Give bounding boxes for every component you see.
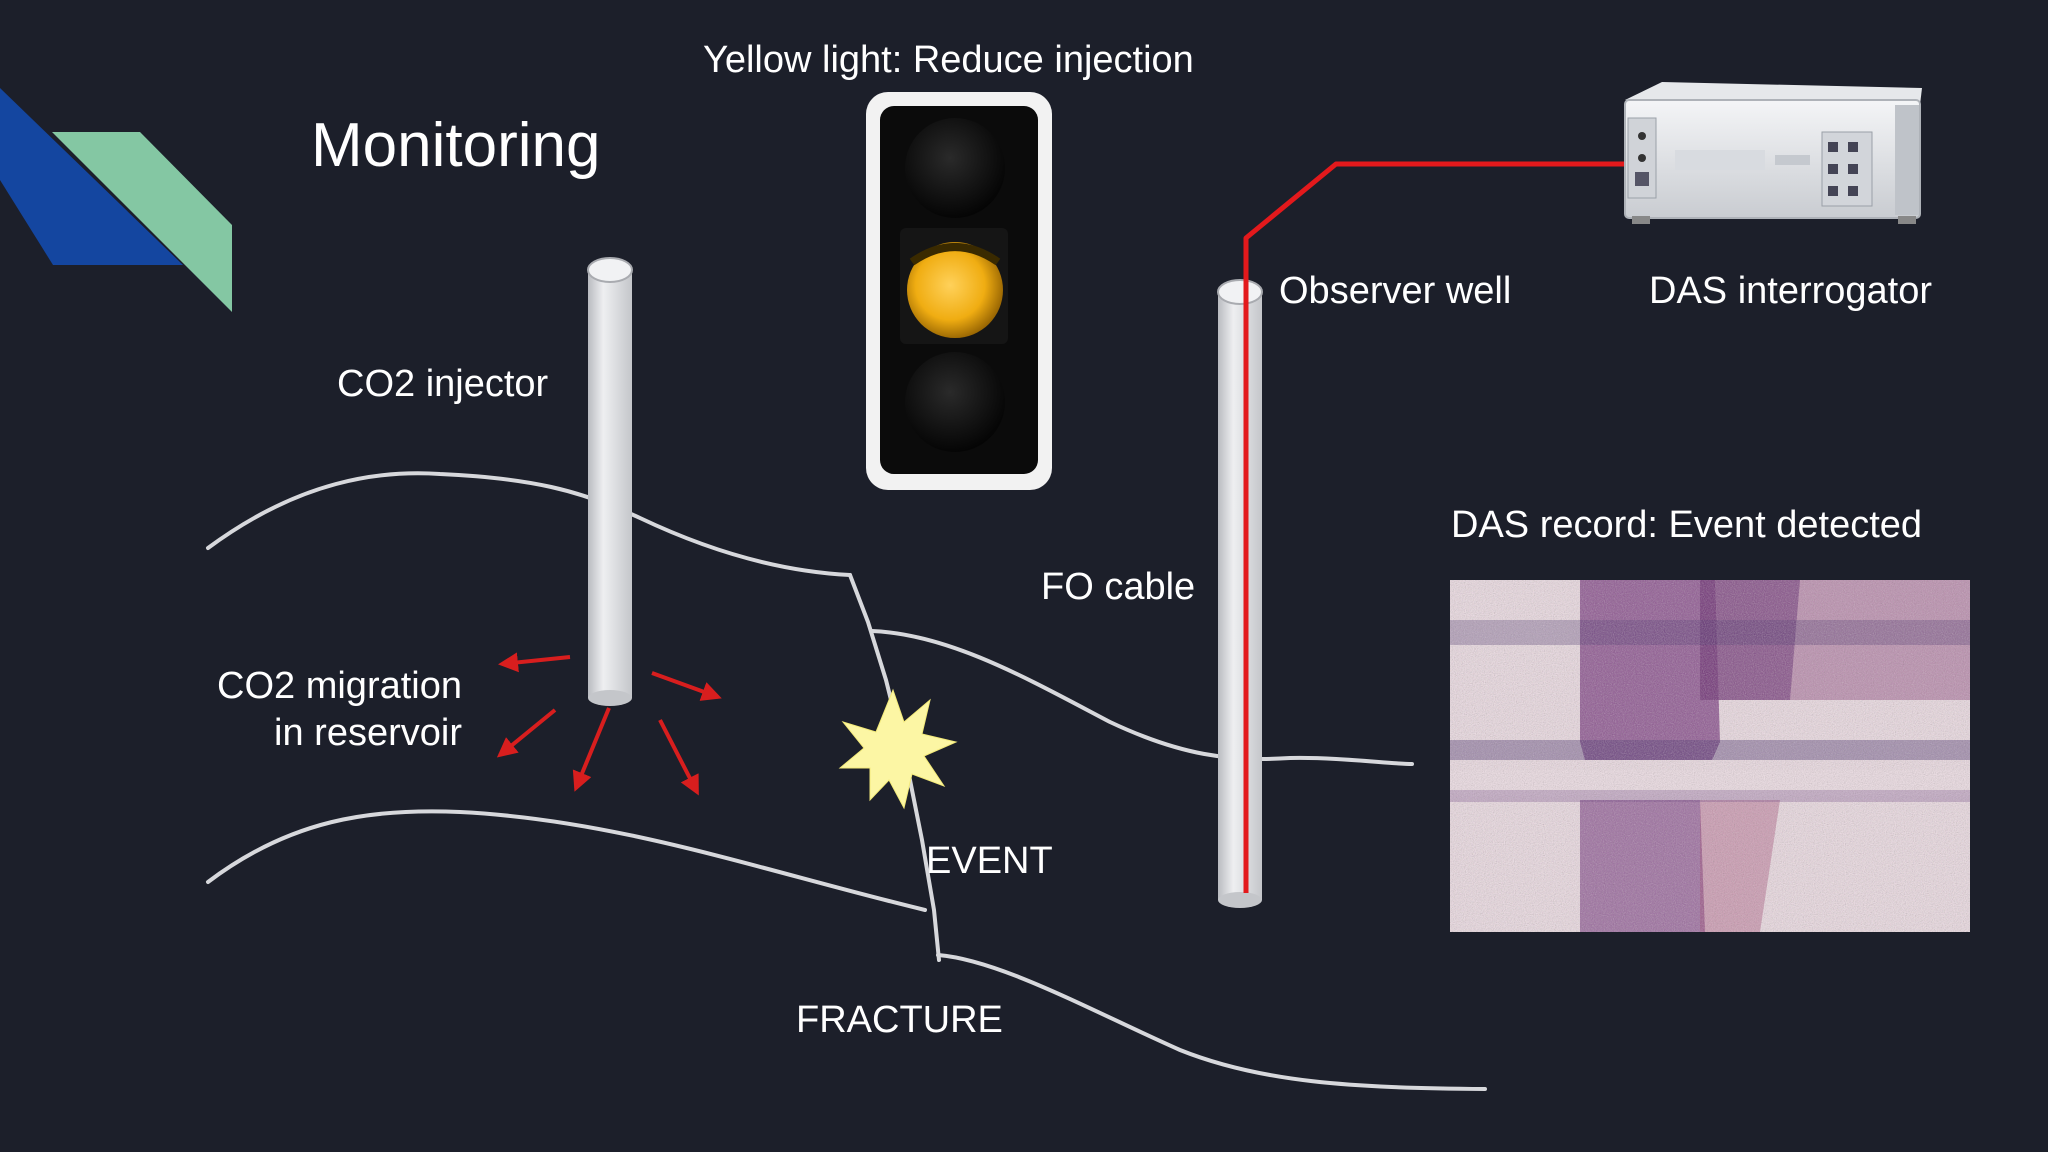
event-label: EVENT — [926, 840, 1053, 882]
top-horizon-right — [870, 629, 1414, 766]
bottom-horizon-left — [206, 809, 927, 912]
event-burst-icon — [838, 688, 958, 810]
das-record-label: DAS record: Event detected — [1451, 504, 1923, 546]
migration-arrow — [498, 652, 571, 673]
co2-migration-label-line1: CO2 migration — [217, 665, 462, 707]
das-record-image — [1450, 580, 1970, 932]
green-lamp — [905, 352, 1005, 452]
top-horizon-left — [206, 471, 852, 577]
traffic-light-icon — [866, 92, 1052, 490]
co2-injector-label: CO2 injector — [337, 363, 549, 405]
fo-cable-line — [1243, 161, 1642, 893]
co2-migration-arrows — [496, 652, 722, 796]
migration-arrow — [496, 708, 557, 758]
co2-injector-well — [587, 257, 633, 706]
migration-arrow — [658, 719, 699, 796]
amber-lamp — [907, 242, 1003, 338]
traffic-light-caption: Yellow light: Reduce injection — [703, 39, 1194, 81]
das-interrogator-device-icon — [1624, 82, 1922, 224]
bottom-horizon-right — [936, 953, 1487, 1091]
accent-green-stripe — [52, 132, 232, 312]
das-interrogator-label: DAS interrogator — [1649, 270, 1933, 312]
red-lamp — [905, 118, 1005, 218]
observer-well-label: Observer well — [1279, 270, 1512, 312]
accent-blue-stripe — [0, 88, 183, 265]
migration-arrow — [651, 671, 722, 701]
migration-arrow — [572, 707, 611, 792]
fo-cable-label: FO cable — [1041, 566, 1196, 608]
fracture-label: FRACTURE — [796, 999, 1003, 1041]
corner-accent — [0, 88, 232, 312]
slide-title: Monitoring — [311, 111, 601, 180]
co2-migration-label-line2: in reservoir — [274, 712, 462, 754]
reservoir-layers — [206, 471, 1487, 1091]
observer-well — [1217, 279, 1263, 908]
